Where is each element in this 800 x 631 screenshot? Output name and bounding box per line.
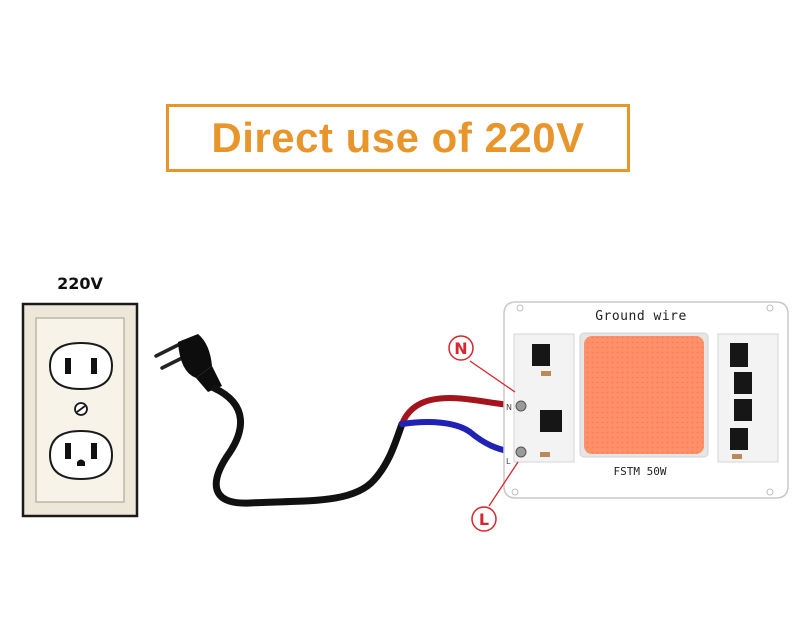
lower-socket-icon	[48, 429, 114, 481]
power-cord	[210, 384, 406, 507]
page-title: Direct use of 220V	[211, 114, 585, 161]
outlet-screw-icon	[74, 402, 88, 416]
model-label: FSTM 50W	[614, 465, 667, 478]
title-box: Direct use of 220V	[166, 104, 630, 172]
led-ic-top	[532, 344, 550, 366]
ground-wire-label: Ground wire	[595, 309, 687, 324]
led-ic-middle	[540, 410, 562, 432]
pin-l-small-label: L	[506, 457, 511, 466]
led-driver-board: Ground wire FSTM 50W N L	[503, 301, 789, 499]
callout-n: N	[448, 335, 516, 393]
outlet-voltage-label: 220V	[57, 274, 103, 293]
neutral-terminal	[515, 400, 527, 412]
wall-outlet	[21, 302, 139, 518]
live-wire	[399, 419, 523, 455]
live-terminal	[515, 446, 527, 458]
upper-socket-icon	[48, 341, 114, 391]
neutral-wire	[399, 394, 523, 427]
callout-l: L	[471, 461, 519, 532]
callout-l-label: L	[479, 510, 489, 529]
callout-n-label: N	[454, 339, 467, 358]
pin-n-small-label: N	[506, 403, 512, 412]
power-plug-icon	[154, 334, 222, 392]
